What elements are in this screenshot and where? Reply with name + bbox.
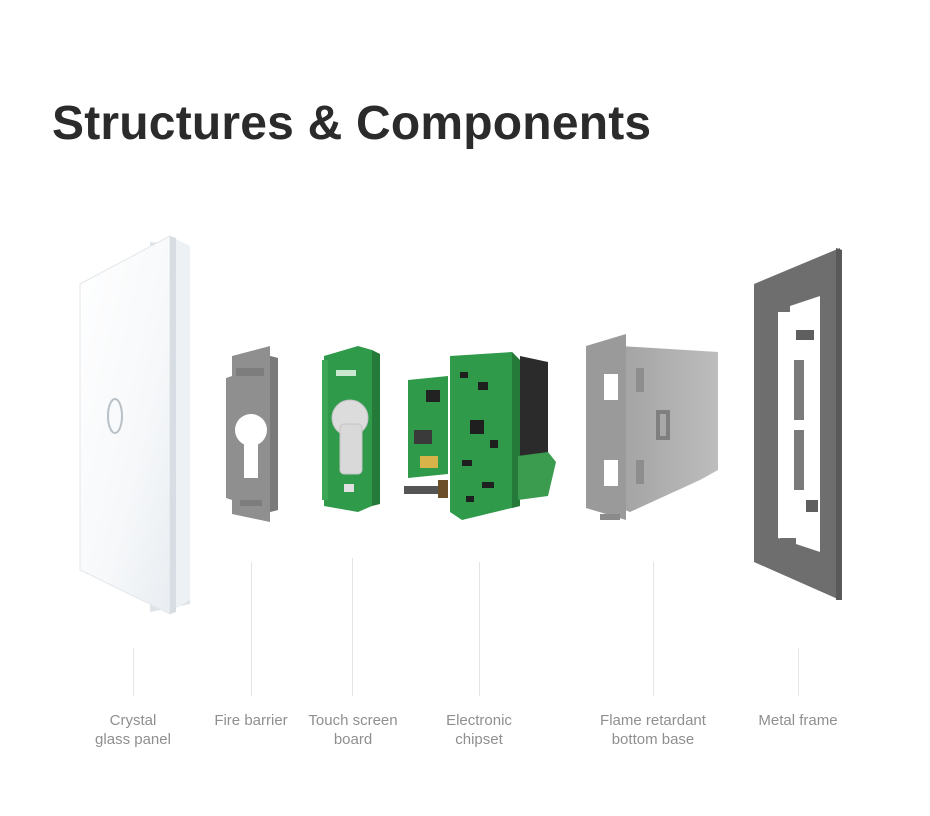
label-flame-retardant-bottom-base: Flame retardant bottom base	[583, 711, 723, 749]
label-line: Fire barrier	[214, 712, 288, 729]
label-metal-frame: Metal frame	[728, 711, 868, 730]
label-line: Metal frame	[758, 712, 838, 729]
metal-frame-image	[754, 248, 842, 600]
label-line: Electronic	[446, 712, 512, 729]
label-line: Flame retardant	[600, 712, 706, 729]
label-fire-barrier: Fire barrier	[181, 711, 321, 730]
leader-line-crystal-glass-panel	[133, 648, 134, 696]
touch-screen-board-image	[322, 346, 380, 512]
label-line: glass panel	[95, 731, 171, 748]
leader-line-touch-screen-board	[352, 558, 353, 696]
leader-line-electronic-chipset	[479, 562, 480, 696]
label-crystal-glass-panel: Crystal glass panel	[63, 711, 203, 749]
label-line: chipset	[455, 731, 503, 748]
label-touch-screen-board: Touch screen board	[283, 711, 423, 749]
label-electronic-chipset: Electronic chipset	[409, 711, 549, 749]
label-line: bottom base	[611, 731, 695, 748]
flame-retardant-bottom-base-image	[586, 334, 718, 520]
leader-line-fire-barrier	[251, 562, 252, 696]
fire-barrier-image	[226, 346, 278, 522]
leader-line-metal-frame	[798, 648, 799, 696]
label-line: Crystal	[109, 712, 157, 729]
label-line: board	[333, 731, 373, 748]
electronic-chipset-image	[404, 352, 556, 520]
label-line: Touch screen	[308, 712, 398, 729]
crystal-glass-panel-image	[79, 235, 190, 615]
page-title: Structures & Components	[52, 97, 652, 150]
leader-line-flame-retardant-bottom-base	[653, 562, 654, 696]
